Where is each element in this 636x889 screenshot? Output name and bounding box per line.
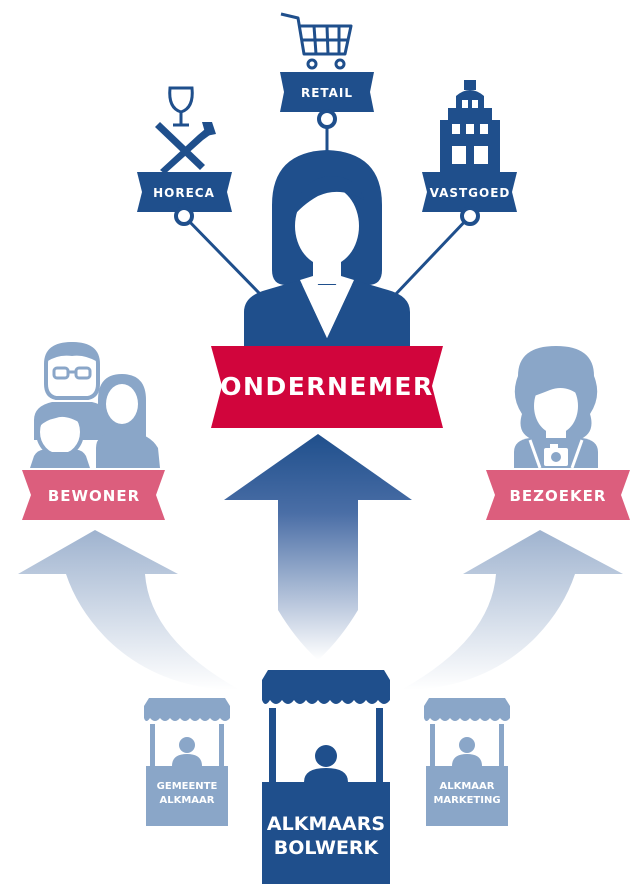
center-arrow <box>224 434 412 660</box>
horeca-node: HORECA <box>137 86 232 226</box>
gemeente-line2: ALKMAAR <box>160 795 215 806</box>
retail-node: RETAIL <box>280 12 374 129</box>
stall-alkmaars-bolwerk: ALKMAARS BOLWERK <box>262 670 390 884</box>
bezoeker-banner: BEZOEKER <box>486 470 630 520</box>
bezoeker-label: BEZOEKER <box>510 487 607 505</box>
ondernemer-banner: ONDERNEMER <box>211 346 443 428</box>
gemeente-line1: GEMEENTE <box>157 781 218 792</box>
market-stall-icon <box>424 698 510 826</box>
vastgoed-node: VASTGOED <box>422 80 517 226</box>
family-icon <box>30 341 160 468</box>
ondernemer-label: ONDERNEMER <box>220 372 433 401</box>
stall-alkmaar-marketing: ALKMAAR MARKETING <box>424 698 510 826</box>
retail-label: RETAIL <box>301 86 353 100</box>
vastgoed-label: VASTGOED <box>430 186 511 200</box>
bewoner-label: BEWONER <box>48 487 140 505</box>
market-stall-icon <box>262 670 390 884</box>
tourist-with-camera-icon <box>514 346 598 469</box>
wine-glass-knife-fork-icon <box>155 86 216 174</box>
marketing-line2: MARKETING <box>433 795 500 806</box>
left-arrow <box>18 530 240 690</box>
shopping-cart-icon <box>280 12 353 70</box>
bolwerk-line1: ALKMAARS <box>267 813 385 835</box>
marketing-line1: ALKMAAR <box>440 781 495 792</box>
bewoner-banner: BEWONER <box>22 470 165 520</box>
horeca-label: HORECA <box>153 186 215 200</box>
bolwerk-line2: BOLWERK <box>274 837 380 859</box>
right-arrow <box>401 530 623 690</box>
canal-house-icon <box>440 80 500 172</box>
stall-gemeente-alkmaar: GEMEENTE ALKMAAR <box>144 698 230 826</box>
businesswoman-icon <box>244 150 410 346</box>
market-stall-icon <box>144 698 230 826</box>
